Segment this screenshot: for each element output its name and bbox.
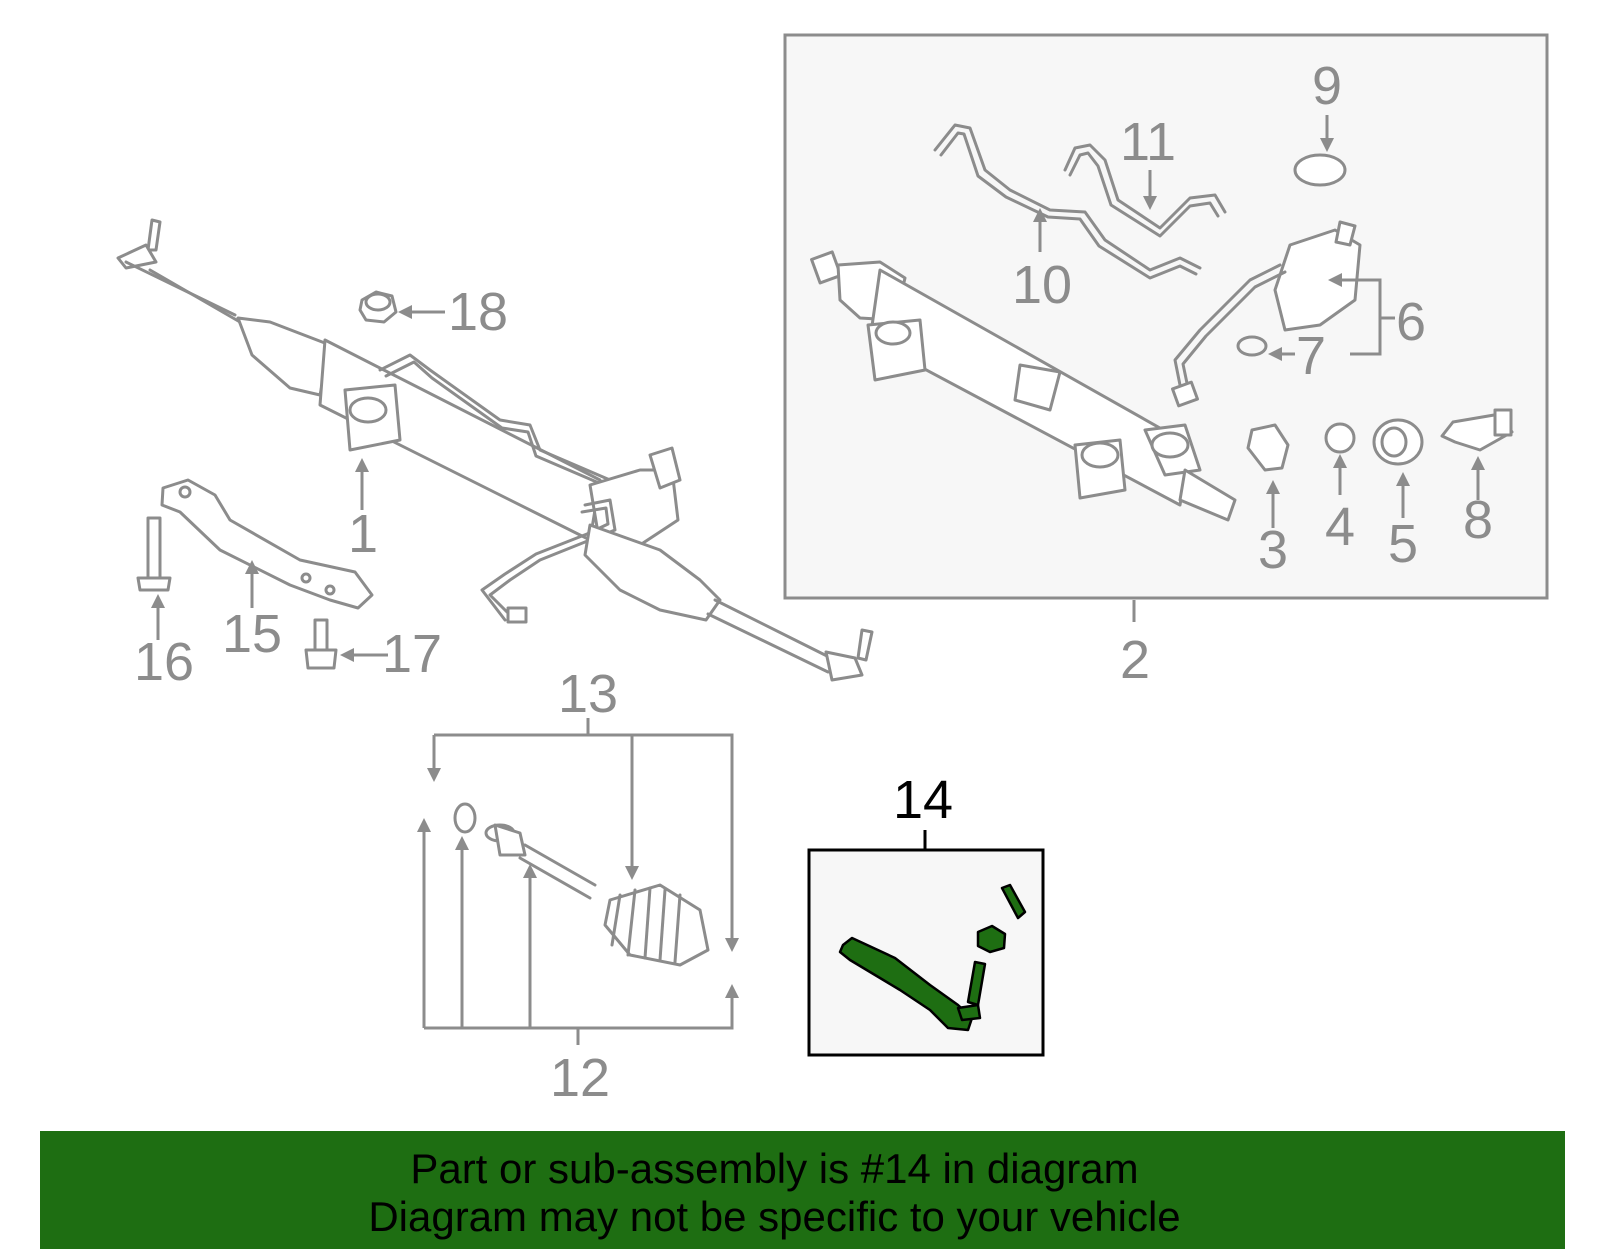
bracket-15 <box>160 478 374 610</box>
callout-15: 15 <box>222 604 282 664</box>
pressure-line-10 <box>933 123 1202 280</box>
callout-2: 2 <box>1120 630 1150 690</box>
callout-10: 10 <box>1012 255 1072 315</box>
return-line-11 <box>1063 143 1227 238</box>
callout-11: 11 <box>1120 112 1176 172</box>
callout-6: 6 <box>1396 292 1426 352</box>
info-banner: Part or sub-assembly is #14 in diagram D… <box>40 1131 1565 1249</box>
callout-1: 1 <box>348 504 378 564</box>
callout-5: 5 <box>1388 514 1418 574</box>
bolt-17 <box>304 618 338 670</box>
bushing-4 <box>1324 422 1356 454</box>
callout-7: 7 <box>1296 326 1326 386</box>
callout-4: 4 <box>1325 497 1355 557</box>
valve-6 <box>1171 220 1362 408</box>
callout-16: 16 <box>134 632 194 692</box>
banner-part-number-text: Part or sub-assembly is #14 in diagram <box>410 1145 1139 1192</box>
bushing-3 <box>1246 423 1290 472</box>
callout-14: 14 <box>893 770 953 830</box>
inner-tie-rod-group <box>453 802 710 967</box>
cap-9 <box>1293 153 1347 187</box>
bolt-16 <box>136 516 172 592</box>
callout-8: 8 <box>1463 490 1493 550</box>
callout-13: 13 <box>558 664 618 724</box>
banner-disclaimer-text: Diagram may not be specific to your vehi… <box>368 1193 1181 1240</box>
steering-rack-assembly <box>116 218 874 682</box>
inset-rack <box>810 250 1237 522</box>
callout-18: 18 <box>448 282 508 342</box>
callout-17: 17 <box>382 624 442 684</box>
o-ring-7 <box>1236 335 1268 357</box>
tie-rod-end-14 <box>838 883 1027 1032</box>
callout-3: 3 <box>1258 520 1288 580</box>
seal-5 <box>1372 418 1424 466</box>
callout-9: 9 <box>1312 56 1342 116</box>
fitting-8 <box>1440 408 1514 452</box>
nut-18 <box>358 290 398 324</box>
callout-12: 12 <box>550 1048 610 1108</box>
